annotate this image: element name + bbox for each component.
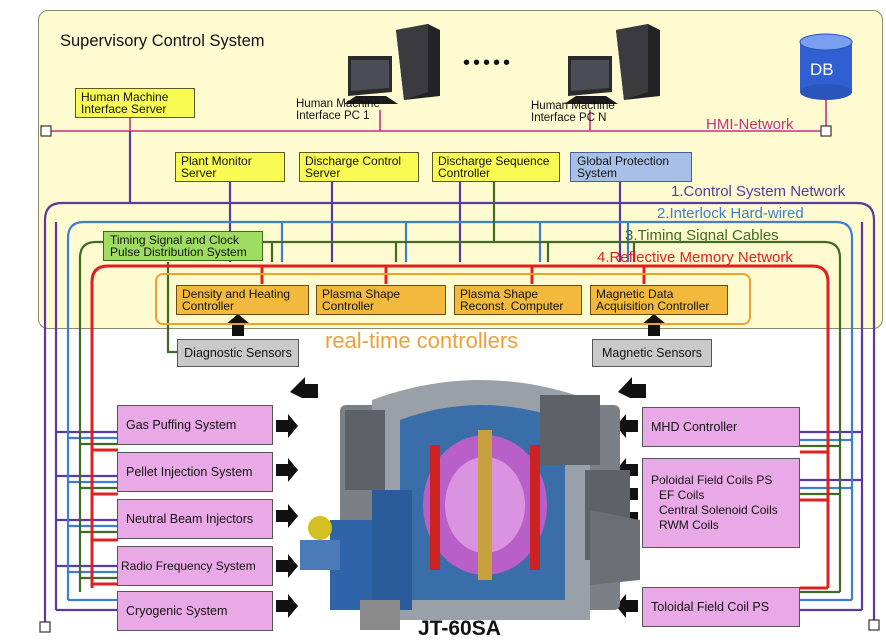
- database-label: DB: [810, 60, 834, 79]
- reconst-line2: Reconst. Computer: [460, 299, 564, 313]
- pc-1-label-line2: Interface PC 1: [296, 110, 370, 122]
- central-solenoid-coils-label: Central Solenoid Coils: [659, 503, 778, 517]
- control-system-network-label: 1.Control System Network: [671, 183, 846, 200]
- realtime-controllers-label: real-time controllers: [325, 328, 519, 353]
- discharge-sequence-line1: Discharge Sequence: [438, 154, 550, 168]
- global-protection-line2: System: [577, 166, 618, 180]
- pc-1-label: Human Machine Interface PC 1: [296, 98, 380, 122]
- timing-signal-line1: Timing Signal and Clock: [110, 233, 239, 247]
- supervisory-title: Supervisory Control System: [60, 32, 265, 50]
- global-protection-system-box: Global Protection System: [570, 152, 692, 182]
- database-icon: [799, 33, 853, 100]
- radio-frequency-system-box: Radio Frequency System: [117, 546, 273, 586]
- rwm-coils-label: RWM Coils: [659, 518, 719, 532]
- neutral-beam-injectors-box: Neutral Beam Injectors: [117, 499, 273, 539]
- timing-signal-line2: Pulse Distribution System: [110, 245, 247, 259]
- discharge-control-line2: Server: [305, 166, 341, 180]
- density-heating-line2: Controller: [182, 299, 235, 313]
- cryogenic-system-box: Cryogenic System: [117, 591, 273, 631]
- timing-signal-cables-label: 3.Timing Signal Cables: [625, 227, 779, 244]
- hmi-network-label: HMI-Network: [706, 116, 794, 133]
- reconst-line1: Plasma Shape: [460, 287, 539, 301]
- plant-monitor-server-box: Plant Monitor Server: [175, 152, 285, 182]
- plasma-shape-line1: Plasma Shape: [322, 287, 401, 301]
- mhd-controller-box: MHD Controller: [642, 407, 800, 447]
- magnetic-data-acquisition-controller-box: Magnetic Data Acquisition Controller: [590, 285, 728, 315]
- plasma-shape-controller-box: Plasma Shape Controller: [316, 285, 446, 315]
- global-protection-line1: Global Protection: [577, 154, 670, 168]
- magnetic-data-line2: Acquisition Controller: [596, 299, 710, 313]
- pc-n-label-line1: Human Machine: [531, 100, 615, 112]
- pc-ellipsis: •••••: [463, 52, 514, 74]
- poloidal-field-title: Poloidal Field Coils PS: [651, 473, 773, 487]
- toroidal-field-coil-ps-box: Toloidal Field Coil PS: [642, 587, 800, 627]
- discharge-control-line1: Discharge Control: [305, 154, 402, 168]
- pc-n-label: Human Machine Interface PC N: [531, 100, 615, 124]
- jt-60sa-label: JT-60SA: [418, 617, 501, 640]
- discharge-sequence-controller-box: Discharge Sequence Controller: [432, 152, 560, 182]
- hmi-server-line2: Interface Server: [81, 102, 167, 116]
- ef-coils-label: EF Coils: [659, 488, 705, 502]
- pc-1-label-line1: Human Machine: [296, 98, 380, 110]
- diagnostic-sensors-box: Diagnostic Sensors: [177, 339, 299, 367]
- discharge-control-server-box: Discharge Control Server: [299, 152, 419, 182]
- plasma-shape-line2: Controller: [322, 299, 375, 313]
- interlock-hardwired-label: 2.Interlock Hard-wired: [657, 205, 804, 222]
- pc-1-icon: [344, 24, 440, 104]
- realtime-controllers-group: [155, 273, 751, 325]
- magnetic-data-line1: Magnetic Data: [596, 287, 674, 301]
- reflective-memory-network-lines: [90, 264, 830, 590]
- timing-signal-cable-lines: [78, 182, 842, 594]
- plant-monitor-line2: Server: [181, 166, 217, 180]
- density-heating-line1: Density and Heating: [182, 287, 291, 301]
- magnetic-sensors-box: Magnetic Sensors: [592, 339, 712, 367]
- plasma-shape-reconst-computer-box: Plasma Shape Reconst. Computer: [454, 285, 582, 315]
- density-heating-controller-box: Density and Heating Controller: [176, 285, 309, 315]
- pc-n-label-line2: Interface PC N: [531, 112, 607, 124]
- reflective-memory-network-label: 4.Reflective Memory Network: [597, 249, 793, 266]
- timing-signal-distribution-box: Timing Signal and Clock Pulse Distributi…: [103, 231, 263, 261]
- sensor-arrows: [226, 314, 666, 398]
- network-terminals: [39, 125, 880, 633]
- plant-monitor-line1: Plant Monitor: [181, 154, 252, 168]
- jt-60sa-machine-illustration: [300, 380, 640, 630]
- poloidal-field-coils-ps-box: Poloidal Field Coils PS EF Coils Central…: [642, 458, 800, 548]
- pc-n-icon: [564, 24, 660, 104]
- pellet-injection-system-box: Pellet Injection System: [117, 452, 273, 492]
- gas-puffing-system-box: Gas Puffing System: [117, 405, 273, 445]
- hmi-server-line1: Human Machine: [81, 90, 169, 104]
- hmi-server-box: Human Machine Interface Server: [75, 88, 195, 118]
- discharge-sequence-line2: Controller: [438, 166, 491, 180]
